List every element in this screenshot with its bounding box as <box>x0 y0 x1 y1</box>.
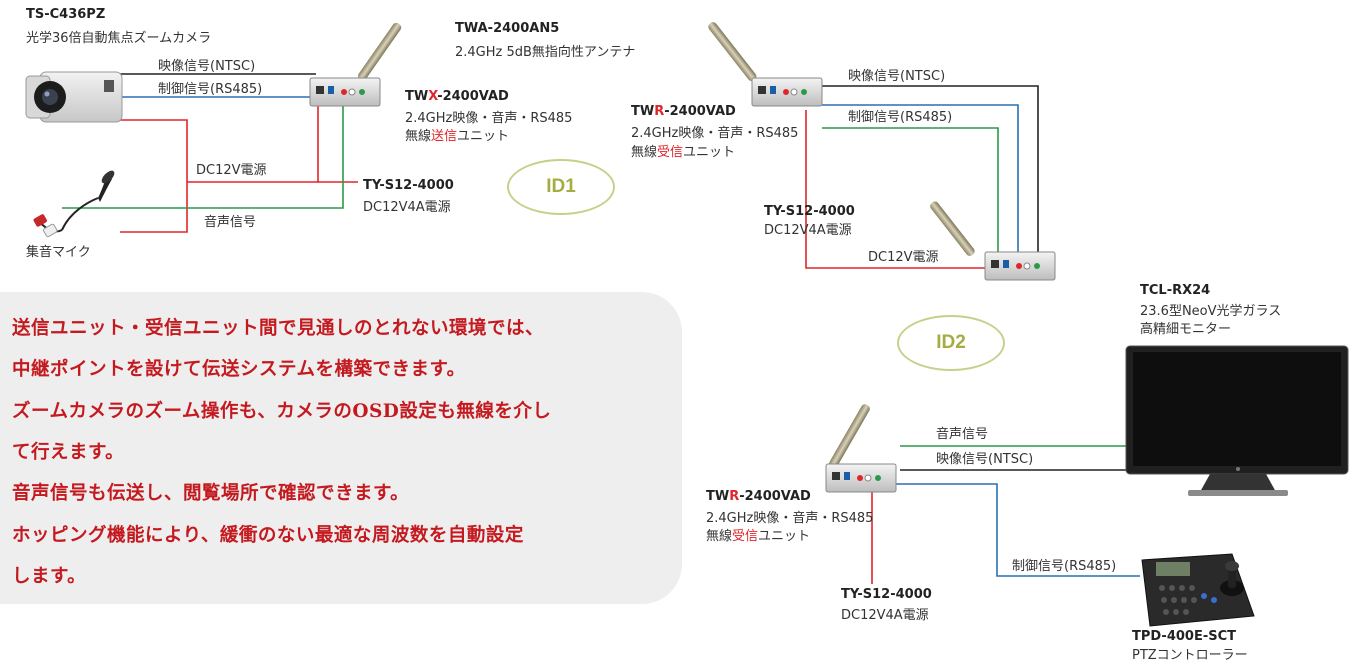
tx-unit-device <box>309 77 381 107</box>
tx-line2-mark: 送信 <box>431 129 458 144</box>
ptz-controller-device <box>1141 553 1255 627</box>
rx2-unit-line1: 2.4GHz映像・音声・RS485 <box>706 511 874 526</box>
rx1-model-mark: R <box>654 104 665 119</box>
signal-video-1: 映像信号(NTSC) <box>158 59 256 74</box>
antenna-model: TWA-2400AN5 <box>455 21 560 36</box>
control-line-2a <box>822 104 1019 252</box>
signal-video-3: 映像信号(NTSC) <box>936 452 1034 467</box>
rx1-line2-mark: 受信 <box>657 145 684 160</box>
tx-unit-line1: 2.4GHz映像・音声・RS485 <box>405 111 573 126</box>
psu1-desc: DC12V4A電源 <box>363 200 451 215</box>
controller-desc: PTZコントローラー <box>1132 648 1248 663</box>
monitor-line2: 高精細モニター <box>1140 322 1232 337</box>
feature-callout: 送信ユニット・受信ユニット間で見通しのとれない環境では、 中継ポイントを設けて伝… <box>0 292 682 604</box>
psu3-desc: DC12V4A電源 <box>841 608 929 623</box>
rx2-line2-a: 無線 <box>706 529 733 544</box>
rx2-unit-line2: 無線受信ユニット <box>706 528 810 545</box>
rx1-model-suffix: -2400VAD <box>664 104 736 119</box>
tx-line2-a: 無線 <box>405 129 432 144</box>
id2-badge: ID2 <box>897 315 1005 371</box>
microphone <box>33 170 115 238</box>
tx-wiring <box>62 73 358 233</box>
antenna-relay <box>708 22 757 82</box>
psu2-model: TY-S12-4000 <box>764 204 855 219</box>
callout-line-3: ズームカメラのズーム操作も、カメラのOSD設定も無線を介し <box>12 401 552 422</box>
video-line-2 <box>822 85 1039 252</box>
zoom-camera <box>25 71 123 123</box>
tx-model-suffix: -2400VAD <box>437 89 509 104</box>
callout-line-6: ホッピング機能により、緩衝のない最適な周波数を自動設定 <box>12 525 524 546</box>
tx-line2-b: ユニット <box>457 129 510 144</box>
mic-label: 集音マイク <box>26 245 91 260</box>
signal-dc-1: DC12V電源 <box>196 163 267 178</box>
controller-model: TPD-400E-SCT <box>1132 629 1237 644</box>
camera-model: TS-C436PZ <box>26 7 106 22</box>
antenna-tx <box>357 22 402 81</box>
rx1-unit-model: TWR-2400VAD <box>631 103 736 120</box>
rx2-model-prefix: TW <box>706 489 730 504</box>
rx2-unit-model: TWR-2400VAD <box>706 488 811 505</box>
callout-line-2: 中継ポイントを設けて伝送システムを構築できます。 <box>12 359 466 380</box>
callout-line-5: 音声信号も伝送し、閲覧場所で確認できます。 <box>12 483 410 504</box>
callout-line-7: します。 <box>12 566 87 587</box>
rx2-model-mark: R <box>729 489 740 504</box>
camera-desc: 光学36倍自動焦点ズームカメラ <box>26 31 212 46</box>
rx1-line2-a: 無線 <box>631 145 658 160</box>
antenna-desc: 2.4GHz 5dB無指向性アンテナ <box>455 45 636 60</box>
psu2-desc: DC12V4A電源 <box>764 223 852 238</box>
rx2-line2-b: ユニット <box>758 529 811 544</box>
antenna-repeater <box>930 201 975 256</box>
signal-audio-1: 音声信号 <box>204 215 257 230</box>
rx1-line2-b: ユニット <box>683 145 736 160</box>
rx1-unit-line2: 無線受信ユニット <box>631 144 735 161</box>
relay-unit-device <box>751 77 823 107</box>
rx-wiring <box>871 445 1140 584</box>
psu3-model: TY-S12-4000 <box>841 587 932 602</box>
rx-unit-device <box>825 463 897 493</box>
control-line-2b <box>822 127 999 252</box>
tx-model-mark: X <box>428 89 438 104</box>
signal-control-2: 制御信号(RS485) <box>848 110 953 125</box>
callout-line-1: 送信ユニット・受信ユニット間で見通しのとれない環境では、 <box>12 318 545 339</box>
rx1-model-prefix: TW <box>631 104 655 119</box>
tx-unit-model: TWX-2400VAD <box>405 88 509 105</box>
rx2-model-suffix: -2400VAD <box>739 489 811 504</box>
power-line-cam <box>105 119 188 233</box>
signal-video-2: 映像信号(NTSC) <box>848 69 946 84</box>
id1-badge: ID1 <box>507 159 615 215</box>
tx-model-prefix: TW <box>405 89 429 104</box>
monitor-model: TCL-RX24 <box>1140 283 1211 298</box>
monitor-line1: 23.6型NeoV光学ガラス <box>1140 304 1282 319</box>
rx1-unit-line1: 2.4GHz映像・音声・RS485 <box>631 126 799 141</box>
signal-dc-2: DC12V電源 <box>868 250 939 265</box>
signal-control-3: 制御信号(RS485) <box>1012 559 1117 574</box>
audio-line-1 <box>62 105 344 209</box>
relay-wiring <box>805 85 1039 269</box>
rx2-line2-mark: 受信 <box>732 529 759 544</box>
callout-line-4: て行えます。 <box>12 442 125 463</box>
control-line-3 <box>880 483 1140 577</box>
monitor-device <box>1125 345 1349 496</box>
signal-audio-3: 音声信号 <box>936 427 989 442</box>
power-line-relay <box>805 110 985 269</box>
psu1-model: TY-S12-4000 <box>363 178 454 193</box>
repeater-unit-device <box>984 251 1056 281</box>
antenna-rx <box>828 404 870 469</box>
signal-control-1: 制御信号(RS485) <box>158 82 263 97</box>
tx-unit-line2: 無線送信ユニット <box>405 128 509 145</box>
